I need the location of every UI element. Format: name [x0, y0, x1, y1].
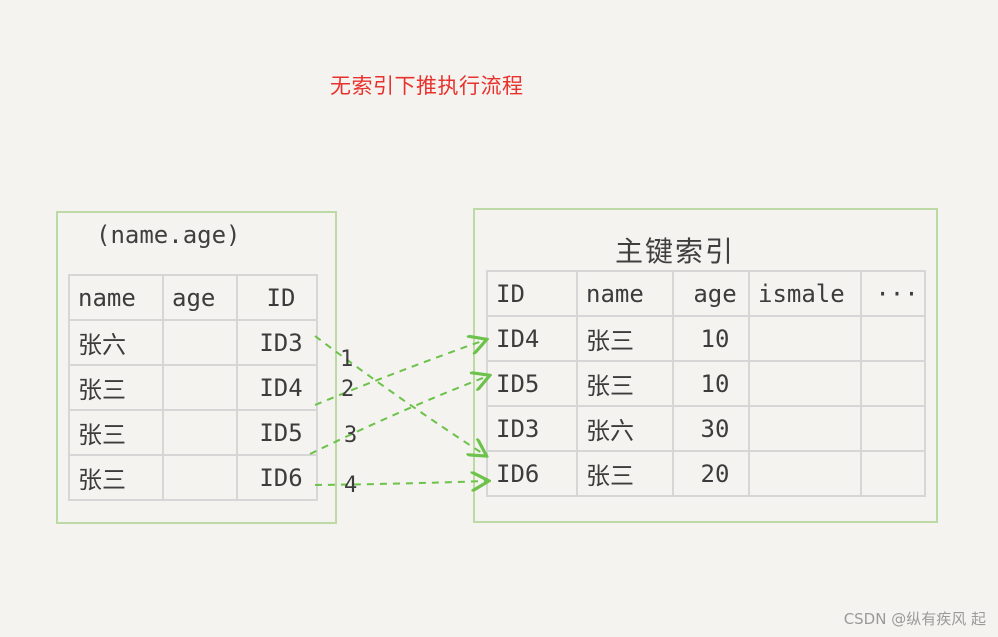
- table-cell: 张六: [68, 319, 164, 366]
- table-cell: 张三: [576, 315, 674, 362]
- table-cell: 10: [672, 315, 750, 362]
- table-cell: [860, 450, 926, 497]
- table-cell: 张三: [68, 454, 164, 501]
- table-cell: 30: [672, 405, 750, 452]
- step-label: 4: [344, 473, 357, 498]
- table-header-row: name age ID: [68, 274, 318, 321]
- table-cell: ID6: [236, 454, 318, 501]
- table-cell: [748, 315, 862, 362]
- header-cell: age: [162, 274, 238, 321]
- table-cell: ID5: [236, 409, 318, 456]
- table-cell: [162, 409, 238, 456]
- table-cell: ID4: [486, 315, 578, 362]
- table-cell: 张六: [576, 405, 674, 452]
- table-cell: ID4: [236, 364, 318, 411]
- table-cell: ID3: [236, 319, 318, 366]
- table-row: 张六 ID3: [68, 319, 318, 366]
- table-cell: [162, 454, 238, 501]
- table-header-row: ID name age ismale ···: [486, 270, 926, 317]
- step-label: 3: [344, 423, 357, 448]
- table-cell: [748, 405, 862, 452]
- table-cell: [860, 405, 926, 452]
- table-cell: ID3: [486, 405, 578, 452]
- table-cell: [748, 450, 862, 497]
- arrow-id3: [314, 335, 485, 455]
- header-cell: name: [576, 270, 674, 317]
- secondary-index-table: name age ID 张六 ID3 张三 ID4 张三 ID5 张三 ID6: [68, 274, 318, 501]
- table-cell: 张三: [68, 364, 164, 411]
- header-cell: ismale: [748, 270, 862, 317]
- table-cell: 张三: [68, 409, 164, 456]
- table-cell: 10: [672, 360, 750, 407]
- table-cell: [860, 360, 926, 407]
- table-row: ID6 张三 20: [486, 450, 926, 497]
- secondary-index-title: (name.age): [96, 221, 241, 249]
- table-cell: [162, 319, 238, 366]
- table-cell: 张三: [576, 360, 674, 407]
- watermark: CSDN @纵有疾风 起: [843, 610, 986, 628]
- table-cell: [162, 364, 238, 411]
- header-cell: age: [672, 270, 750, 317]
- primary-key-index-panel: 主键索引 ID name age ismale ··· ID4 张三 10 ID…: [473, 208, 938, 523]
- table-row: ID5 张三 10: [486, 360, 926, 407]
- table-row: ID3 张六 30: [486, 405, 926, 452]
- table-row: ID4 张三 10: [486, 315, 926, 362]
- table-cell: [748, 360, 862, 407]
- table-row: 张三 ID6: [68, 454, 318, 501]
- arrow-id5: [309, 376, 488, 455]
- table-cell: ID5: [486, 360, 578, 407]
- step-label: 2: [341, 377, 354, 402]
- diagram-caption: 无索引下推执行流程: [330, 74, 524, 98]
- table-cell: 张三: [576, 450, 674, 497]
- table-row: 张三 ID4: [68, 364, 318, 411]
- arrow-id4: [314, 340, 485, 406]
- primary-key-index-title: 主键索引: [615, 235, 736, 268]
- arrow-id6: [314, 481, 487, 485]
- table-cell: 20: [672, 450, 750, 497]
- header-cell: ID: [236, 274, 318, 321]
- table-cell: ID6: [486, 450, 578, 497]
- primary-key-index-table: ID name age ismale ··· ID4 张三 10 ID5 张三 …: [486, 270, 926, 497]
- header-cell: ID: [486, 270, 578, 317]
- secondary-index-panel: (name.age) name age ID 张六 ID3 张三 ID4 张三 …: [56, 211, 337, 524]
- step-label: 1: [340, 347, 353, 372]
- header-cell: ···: [860, 270, 926, 317]
- header-cell: name: [68, 274, 164, 321]
- table-cell: [860, 315, 926, 362]
- table-row: 张三 ID5: [68, 409, 318, 456]
